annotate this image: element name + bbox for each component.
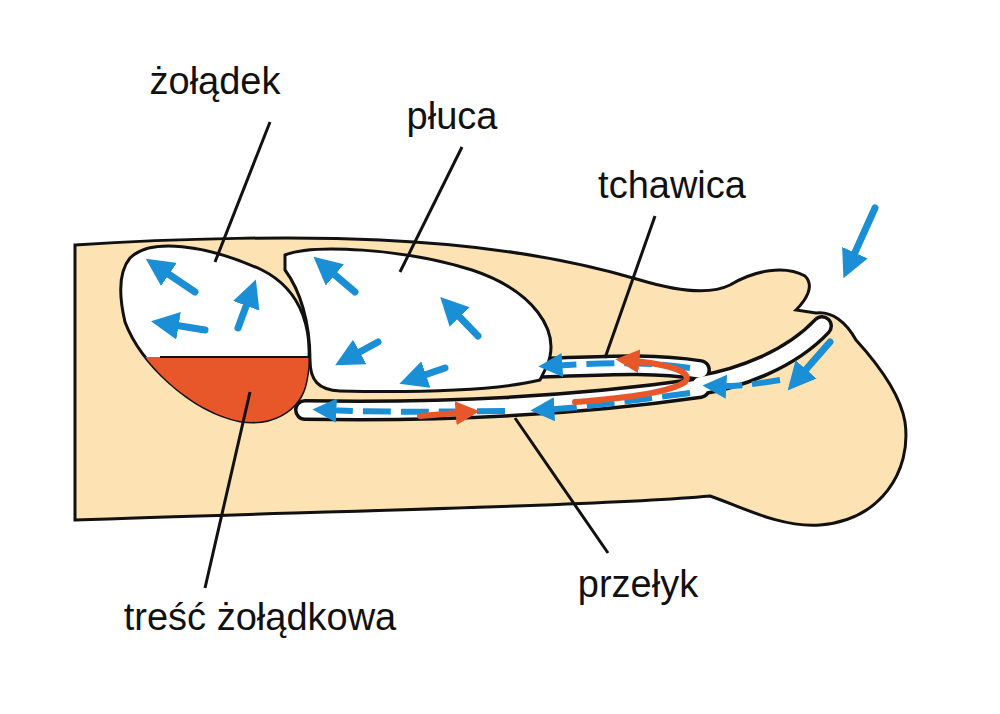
air-flow-dashes bbox=[322, 363, 780, 411]
stomach-content bbox=[100, 357, 330, 437]
part-label: płuca bbox=[407, 95, 498, 139]
part-label: przełyk bbox=[578, 563, 698, 607]
part-label: treść żołądkowa bbox=[124, 596, 396, 640]
body-outline bbox=[75, 238, 906, 525]
reflux-arrows bbox=[420, 360, 687, 416]
part-label: żołądek bbox=[150, 60, 281, 104]
air-arrows bbox=[155, 208, 875, 382]
lungs-outline bbox=[285, 249, 551, 391]
part-label: tchawica bbox=[598, 164, 746, 208]
leader-lines bbox=[205, 122, 655, 588]
content-level bbox=[160, 356, 310, 358]
